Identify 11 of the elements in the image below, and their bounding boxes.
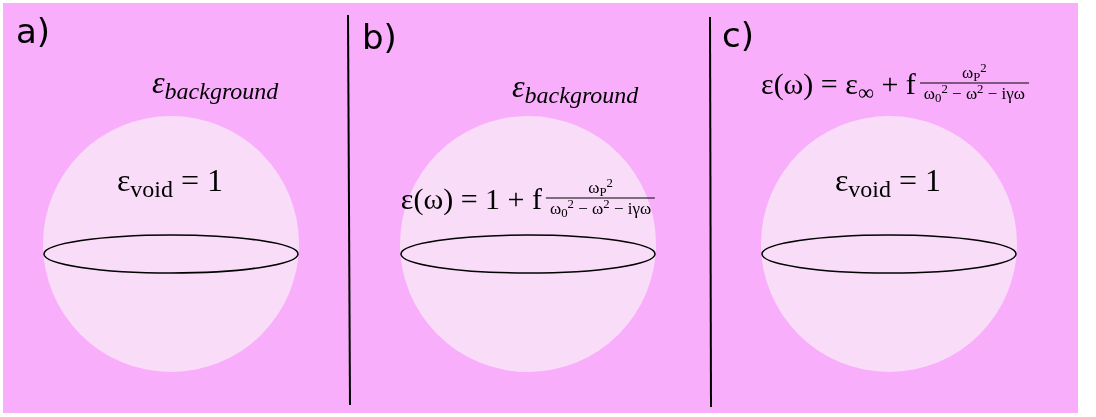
permittivity-label: ε$_{background}$ — [512, 67, 639, 110]
panel-label: c) — [722, 14, 754, 57]
panel-label: b) — [362, 16, 397, 59]
fraction-denominator: ω$_{0}$$^{2}$ − ω$^{2}$ − iγω — [919, 82, 1029, 104]
permittivity-label: ε$_{background}$ — [152, 63, 279, 106]
equation: ε$_{void}$ = 1 — [116, 162, 224, 198]
equation: ε$_{void}$ = 1 — [834, 162, 942, 198]
panel-label: a) — [16, 10, 51, 53]
equation: ε(ω) = 1 + f — [400, 180, 542, 217]
equation: ε(ω) = ε$_{∞}$ + f — [761, 65, 916, 106]
fraction-denominator: ω$_{0}$$^{2}$ − ω$^{2}$ − iγω — [546, 197, 656, 219]
